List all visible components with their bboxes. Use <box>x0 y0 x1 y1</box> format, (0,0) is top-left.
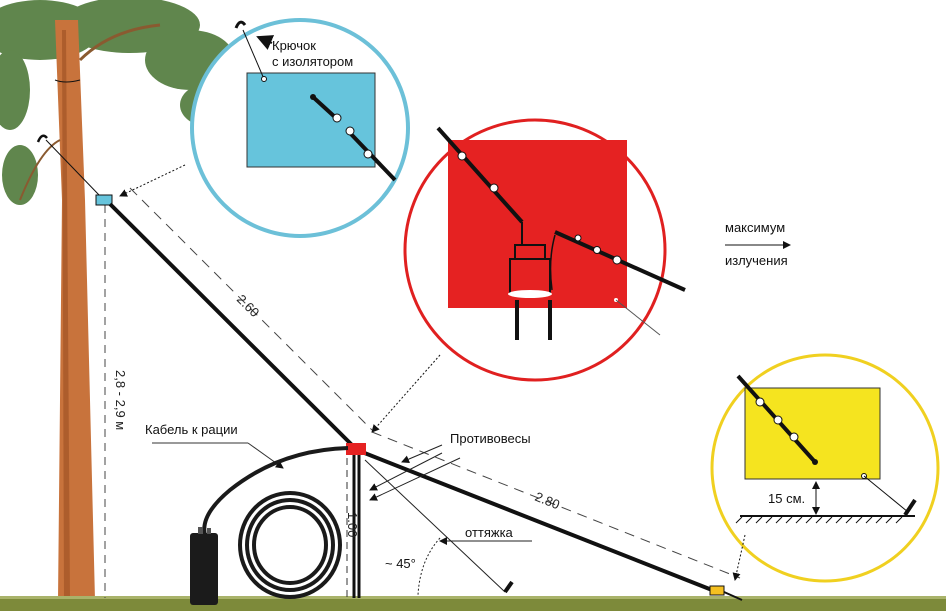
max-radiation-line1: максимум <box>725 220 785 235</box>
guy-label: оттяжка <box>465 525 514 540</box>
angle-label: ~ 45° <box>385 556 416 571</box>
hook-insulator-callout: Крючок с изолятором <box>119 18 410 238</box>
lower-radiator <box>361 450 713 592</box>
counterpoises-label: Противовесы <box>450 431 531 446</box>
lower-insulator-callout: 15 см. <box>710 353 940 583</box>
height-dimension: 2,8 - 2,9 м <box>113 370 128 430</box>
max-radiation-line2: излучения <box>725 253 788 268</box>
hook-label-line2: с изолятором <box>272 54 353 69</box>
ground <box>0 598 946 611</box>
hook-label-line1: Крючок <box>272 38 316 53</box>
feed-box <box>346 443 366 455</box>
guy-wire <box>364 459 506 593</box>
lower-length: 2.80 <box>533 489 562 512</box>
cable-label: Кабель к рации <box>145 422 238 437</box>
upper-length: 2.60 <box>234 292 263 321</box>
radio-transceiver <box>190 527 218 605</box>
upper-insulator <box>95 194 113 206</box>
coax-cable <box>202 446 349 599</box>
hook-icon <box>234 20 247 29</box>
upper-radiator <box>108 202 354 447</box>
feedpoint-callout <box>371 118 686 433</box>
vertical-length: 1.00 <box>345 512 360 537</box>
hook-icon <box>36 134 48 143</box>
clearance-label: 15 см. <box>768 491 805 506</box>
lower-insulator <box>709 585 725 596</box>
